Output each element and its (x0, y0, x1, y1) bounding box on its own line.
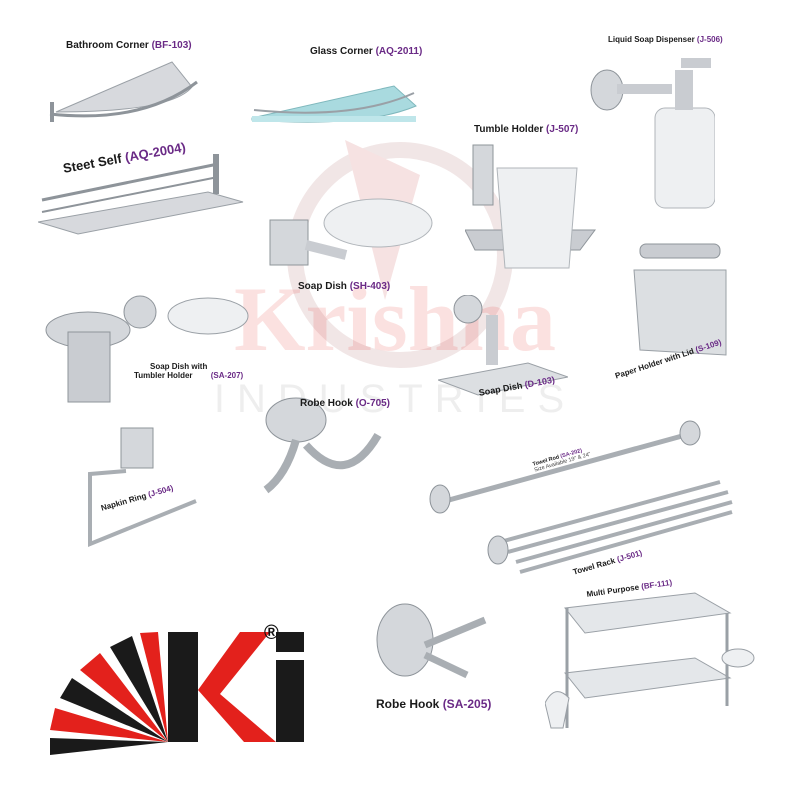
label-robe-hook-sa205: Robe Hook (SA-205) (376, 697, 492, 711)
registered-mark: ® (264, 622, 279, 644)
label-tumble-holder: Tumble Holder (J-507) (474, 124, 579, 135)
label-liquid-soap-dispenser: Liquid Soap Dispenser (J-506) (608, 35, 723, 44)
paper-holder-image (633, 243, 727, 356)
napkin-ring-image (88, 427, 197, 547)
soap-dish-sh403-image (269, 198, 433, 266)
brand-logo (50, 632, 304, 755)
label-soap-dish-sh403: Soap Dish (SH-403) (298, 281, 391, 292)
label-glass-corner: Glass Corner (AQ-2011) (310, 46, 423, 57)
glass-corner-image (251, 85, 417, 123)
tumbler-holder-image (465, 144, 596, 269)
steet-self-image (38, 154, 244, 235)
label-robe-hook-o705: Robe Hook (O-705) (300, 398, 391, 409)
robe-hook-o705-image (263, 397, 382, 494)
bathroom-corner-image (49, 61, 198, 122)
label-bathroom-corner: Bathroom Corner (BF-103) (66, 40, 192, 51)
towel-rod-image (429, 420, 701, 514)
robe-hook-sa205-image (376, 603, 487, 679)
soap-dish-tumbler-holder-image (45, 295, 249, 403)
liquid-soap-dispenser-image (590, 58, 715, 209)
soap-dish-d103-image (438, 295, 568, 396)
multi-purpose-image (545, 592, 755, 729)
towel-rack-image (487, 480, 733, 574)
